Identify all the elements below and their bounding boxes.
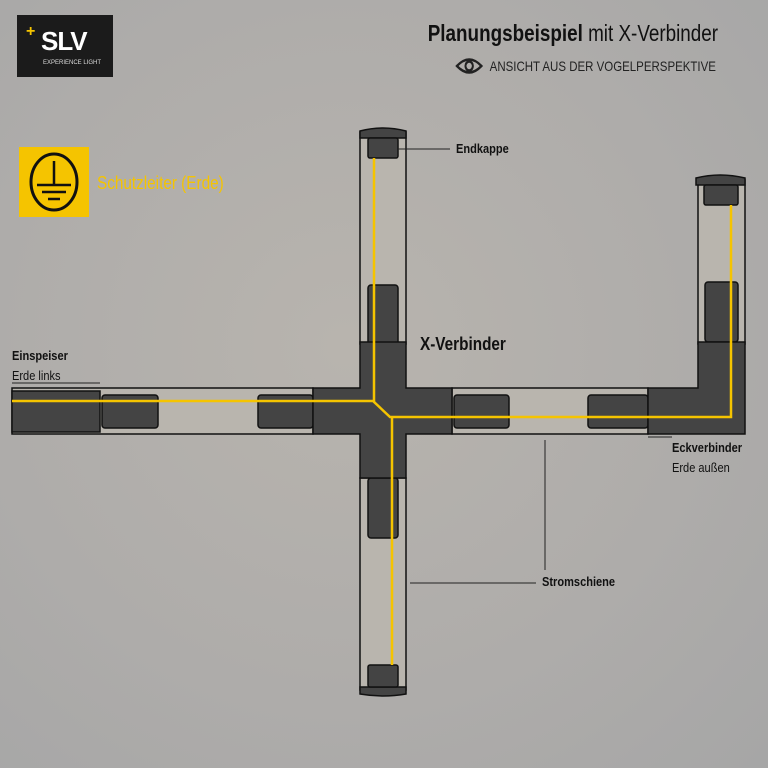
plug bbox=[704, 281, 739, 343]
ground-symbol-icon bbox=[19, 147, 89, 217]
label-x-verbinder: X-Verbinder bbox=[420, 334, 506, 354]
earth-line bbox=[12, 205, 733, 419]
page-subtitle: ANSICHT AUS DER VOGELPERSPEKTIVE bbox=[455, 56, 716, 76]
end-cap bbox=[359, 686, 407, 697]
label-stromschiene: Stromschiene bbox=[542, 574, 616, 589]
end-cap-plug bbox=[703, 184, 739, 206]
label-einspeiser: Einspeiser bbox=[12, 348, 68, 363]
feeder bbox=[11, 390, 101, 433]
end-cap bbox=[359, 127, 407, 139]
eye-icon bbox=[455, 58, 484, 74]
page-title: Planungsbeispiel mit X-Verbinder bbox=[427, 20, 718, 46]
end-cap-plug bbox=[367, 137, 399, 159]
plug bbox=[367, 477, 399, 539]
plug bbox=[367, 284, 399, 346]
slv-logo: + SLV EXPERIENCE LIGHT bbox=[17, 15, 113, 77]
plug bbox=[453, 394, 510, 429]
plug bbox=[587, 394, 649, 429]
logo-brand: SLV bbox=[41, 26, 88, 56]
corner-connector bbox=[647, 341, 746, 435]
label-eckverbinder: Eckverbinder bbox=[672, 440, 743, 455]
label-endkappe: Endkappe bbox=[456, 141, 509, 156]
end-cap-plug bbox=[367, 664, 399, 688]
end-cap bbox=[695, 174, 746, 186]
logo-plus-icon: + bbox=[26, 23, 36, 40]
logo-tagline: EXPERIENCE LIGHT bbox=[43, 60, 102, 66]
label-einspeiser-sub: Erde links bbox=[12, 368, 61, 383]
legend-label: Schutzleiter (Erde) bbox=[97, 173, 224, 193]
plug bbox=[101, 394, 159, 429]
label-eckverbinder-sub: Erde außen bbox=[672, 460, 730, 475]
